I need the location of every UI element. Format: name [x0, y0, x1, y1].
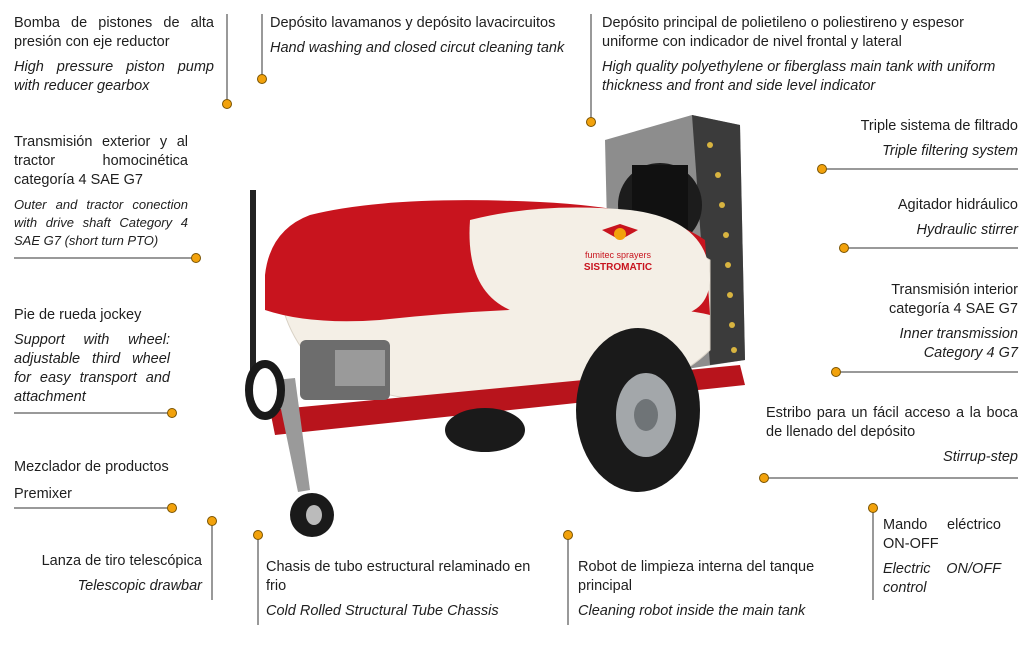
filter-en: Triple filtering system [882, 143, 1018, 159]
callout-outer-transmission: Transmisión exterior y al tractor homoci… [14, 133, 188, 250]
handwash-en: Hand washing and closed circut cleaning … [270, 40, 565, 56]
callout-inner-transmission: Transmisión interior categoría 4 SAE G7 … [860, 281, 1018, 363]
premixer-en: Premixer [14, 486, 73, 502]
drawbar-es: Lanza de tiro telescópica [41, 553, 202, 569]
brand-logo: fumitec sprayers SISTROMATIC [584, 224, 652, 273]
maintank-dot [586, 117, 596, 127]
chassis-en: Cold Rolled Structural Tube Chassis [266, 603, 499, 619]
inner-transmission-en: Inner transmission Category 4 G7 [899, 326, 1018, 361]
filter-dot [817, 164, 827, 174]
callout-premixer: Mezclador de productos Premixer [14, 458, 204, 504]
brand-text: fumitec sprayers [585, 250, 652, 260]
handwash-es: Depósito lavamanos y depósito lavacircui… [270, 15, 556, 31]
premixer-dot [167, 503, 177, 513]
maintank-es: Depósito principal de polietileno o poli… [602, 15, 964, 50]
jockey-dot [167, 408, 177, 418]
chassis-es: Chasis de tubo estructural relaminado en… [266, 559, 531, 594]
stirrup-en: Stirrup-step [943, 449, 1018, 465]
robot-dot [563, 530, 573, 540]
callout-robot: Robot de limpieza interna del tanque pri… [578, 558, 858, 621]
outer-transmission-es: Transmisión exterior y al tractor homoci… [14, 134, 188, 188]
maintank-en: High quality polyethylene or fiberglass … [602, 59, 996, 94]
jockey-wheel [275, 378, 334, 537]
callout-stirrup: Estribo para un fácil acceso a la boca d… [766, 404, 1018, 467]
sprayer-illustration: fumitec sprayers SISTROMATIC [245, 115, 745, 537]
inner-transmission-dot [831, 367, 841, 377]
robot-es: Robot de limpieza interna del tanque pri… [578, 559, 815, 594]
callout-jockey: Pie de rueda jockey Support with wheel: … [14, 306, 170, 407]
model-text: SISTROMATIC [584, 262, 652, 273]
stirrup-dot [759, 473, 769, 483]
drawbar-ring [245, 360, 285, 420]
stirrer-es: Agitador hidráulico [897, 197, 1018, 213]
outer-transmission-en: Outer and tractor conection with drive s… [14, 197, 188, 248]
callout-handwash: Depósito lavamanos y depósito lavacircui… [270, 14, 570, 58]
jockey-es: Pie de rueda jockey [14, 307, 142, 323]
handwash-dot [257, 74, 267, 84]
control-es: Mando eléctrico ON-OFF [883, 517, 1001, 552]
drawbar-en: Telescopic drawbar [77, 578, 202, 594]
pump-dot [222, 99, 232, 109]
callout-chassis: Chasis de tubo estructural relaminado en… [266, 558, 546, 621]
inner-transmission-es: Transmisión interior categoría 4 SAE G7 [889, 282, 1018, 317]
callout-control: Mando eléctrico ON-OFF Electric ON/OFF c… [883, 516, 1001, 598]
callout-maintank: Depósito principal de polietileno o poli… [602, 14, 1022, 96]
jockey-en: Support with wheel: adjustable third whe… [14, 332, 170, 405]
main-wheel [576, 328, 700, 492]
pump-es: Bomba de pistones de alta presión con ej… [14, 15, 214, 50]
stirrer-en: Hydraulic stirrer [916, 222, 1018, 238]
control-dot [868, 503, 878, 513]
pump-en: High pressure piston pump with reducer g… [14, 59, 214, 94]
tank-shell [469, 207, 710, 316]
control-en: Electric ON/OFF control [883, 561, 1001, 596]
chassis-dot [253, 530, 263, 540]
stirrer-dot [839, 243, 849, 253]
stirrup-es: Estribo para un fácil acceso a la boca d… [766, 405, 1018, 440]
callout-filter: Triple sistema de filtrado Triple filter… [820, 117, 1018, 161]
premixer-es: Mezclador de productos [14, 459, 169, 475]
callout-stirrer: Agitador hidráulico Hydraulic stirrer [840, 196, 1018, 240]
outer-transmission-dot [191, 253, 201, 263]
mast [250, 190, 256, 370]
drawbar-dot [207, 516, 217, 526]
filter-es: Triple sistema de filtrado [860, 118, 1018, 134]
callout-pump: Bomba de pistones de alta presión con ej… [14, 14, 214, 96]
robot-en: Cleaning robot inside the main tank [578, 603, 806, 619]
rear-wheel [445, 408, 525, 452]
callout-drawbar: Lanza de tiro telescópica Telescopic dra… [14, 552, 202, 596]
